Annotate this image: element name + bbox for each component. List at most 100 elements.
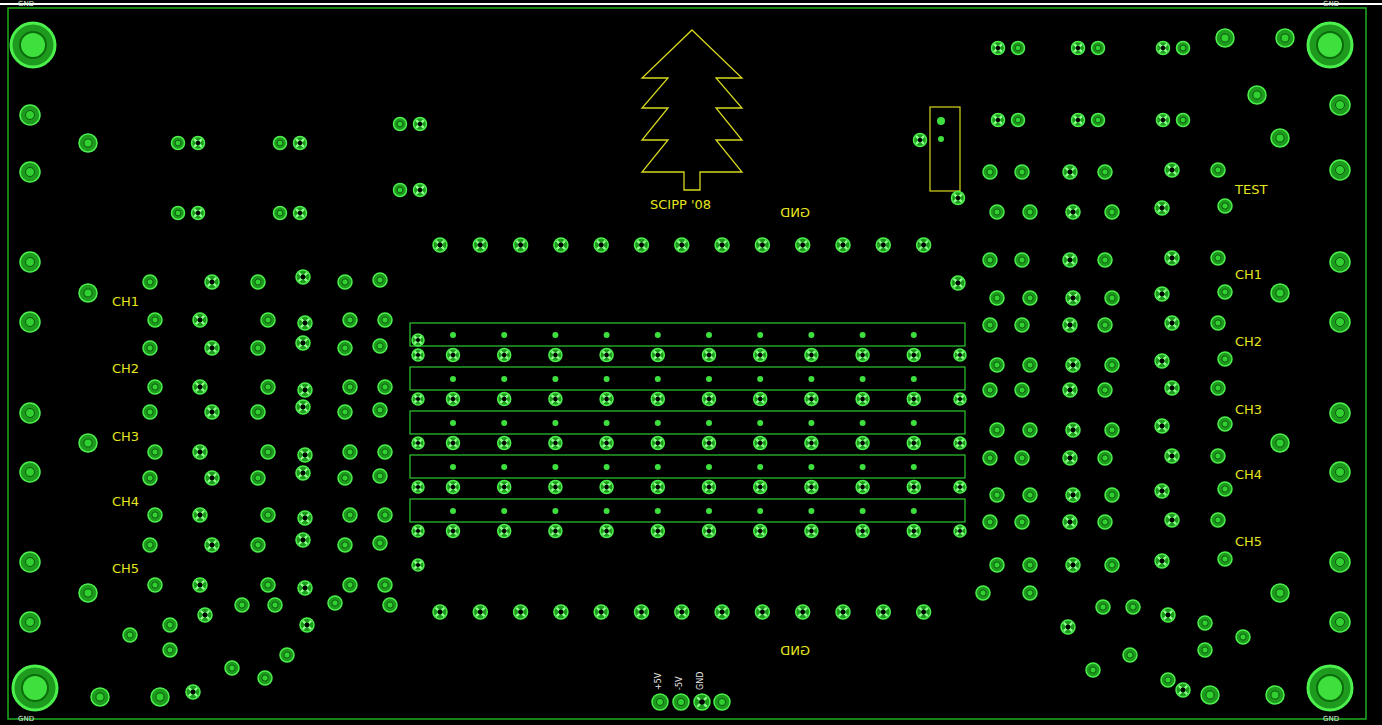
thermal-relief <box>500 483 508 491</box>
pad <box>143 471 157 485</box>
via <box>706 464 712 470</box>
drill-hole <box>84 589 92 597</box>
thermal-relief <box>414 527 421 534</box>
strip-outline <box>410 455 965 478</box>
thermal-relief <box>196 511 204 519</box>
pad <box>163 643 177 657</box>
via <box>706 508 712 514</box>
drill-hole <box>342 279 348 285</box>
pad <box>856 349 869 362</box>
thermal-relief <box>637 241 645 249</box>
drill-hole <box>1027 562 1033 568</box>
drill-hole <box>677 698 684 705</box>
thermal-relief <box>654 351 662 359</box>
thermal-relief <box>1069 491 1077 499</box>
pad <box>251 405 265 419</box>
drill-hole <box>152 512 158 518</box>
drill-hole <box>1276 134 1284 142</box>
pad <box>549 393 562 406</box>
drill-hole <box>760 243 765 248</box>
drill-hole <box>416 441 420 445</box>
pad <box>294 137 307 150</box>
thermal-relief <box>301 386 309 394</box>
channel-label: CH5 <box>1235 535 1262 548</box>
drill-hole <box>841 243 846 248</box>
pad <box>549 349 562 362</box>
drill-hole <box>604 485 609 490</box>
thermal-relief <box>910 527 918 535</box>
pad <box>1063 165 1077 179</box>
drill-hole <box>265 582 271 588</box>
via <box>552 420 558 426</box>
thermal-relief <box>436 608 444 616</box>
pad <box>907 525 920 538</box>
drill-hole <box>1068 170 1073 175</box>
pad <box>298 581 312 595</box>
pad <box>20 105 40 125</box>
thermal-relief <box>603 527 611 535</box>
drill-hole <box>1160 559 1165 564</box>
pad <box>251 471 265 485</box>
drill-hole <box>656 441 661 446</box>
drill-hole <box>1160 206 1165 211</box>
thermal-relief <box>916 136 924 144</box>
pad <box>268 598 282 612</box>
pad <box>983 253 997 267</box>
pad <box>373 339 387 353</box>
pad <box>343 445 357 459</box>
via <box>706 420 712 426</box>
drill-hole <box>1165 677 1171 683</box>
drill-hole <box>1015 45 1021 51</box>
thermal-relief <box>839 241 847 249</box>
pad <box>328 596 342 610</box>
pad <box>715 605 729 619</box>
drill-hole <box>277 140 283 146</box>
thermal-relief <box>859 439 867 447</box>
thermal-relief <box>208 278 216 286</box>
pad <box>412 559 424 571</box>
drill-hole <box>1160 359 1165 364</box>
drill-hole <box>301 471 306 476</box>
drill-hole <box>1066 625 1071 630</box>
pad <box>651 481 664 494</box>
drill-hole <box>987 169 993 175</box>
drill-hole <box>1071 363 1076 368</box>
pad <box>1211 163 1225 177</box>
pad <box>1266 686 1284 704</box>
drill-hole <box>758 353 763 358</box>
thermal-relief <box>299 403 307 411</box>
mounting-hole <box>13 666 57 710</box>
pad <box>148 380 162 394</box>
pad <box>675 605 689 619</box>
thermal-relief <box>1066 386 1074 394</box>
via <box>655 508 661 514</box>
thermal-relief <box>414 561 421 568</box>
pad <box>1177 114 1190 127</box>
drill-hole <box>860 485 865 490</box>
pad <box>498 393 511 406</box>
drill-hole <box>438 243 443 248</box>
drill-hole <box>1071 493 1076 498</box>
drill-hole <box>26 168 35 177</box>
pad <box>983 165 997 179</box>
pad <box>447 349 460 362</box>
drill-hole <box>1109 209 1115 215</box>
thermal-relief <box>603 483 611 491</box>
pad <box>1211 449 1225 463</box>
silkscreen-label: -5V <box>676 677 684 690</box>
drill-hole <box>478 243 483 248</box>
pad <box>338 341 352 355</box>
pad <box>951 276 965 290</box>
pad <box>1063 318 1077 332</box>
thermal-relief <box>956 483 963 490</box>
drill-hole <box>198 583 203 588</box>
pad <box>1211 513 1225 527</box>
drill-hole <box>26 318 35 327</box>
drill-hole <box>1180 45 1186 51</box>
pad <box>378 380 392 394</box>
thermal-relief <box>705 351 713 359</box>
drill-hole <box>152 582 158 588</box>
drill-hole <box>416 353 420 357</box>
pad <box>755 238 769 252</box>
drill-hole <box>272 602 278 608</box>
